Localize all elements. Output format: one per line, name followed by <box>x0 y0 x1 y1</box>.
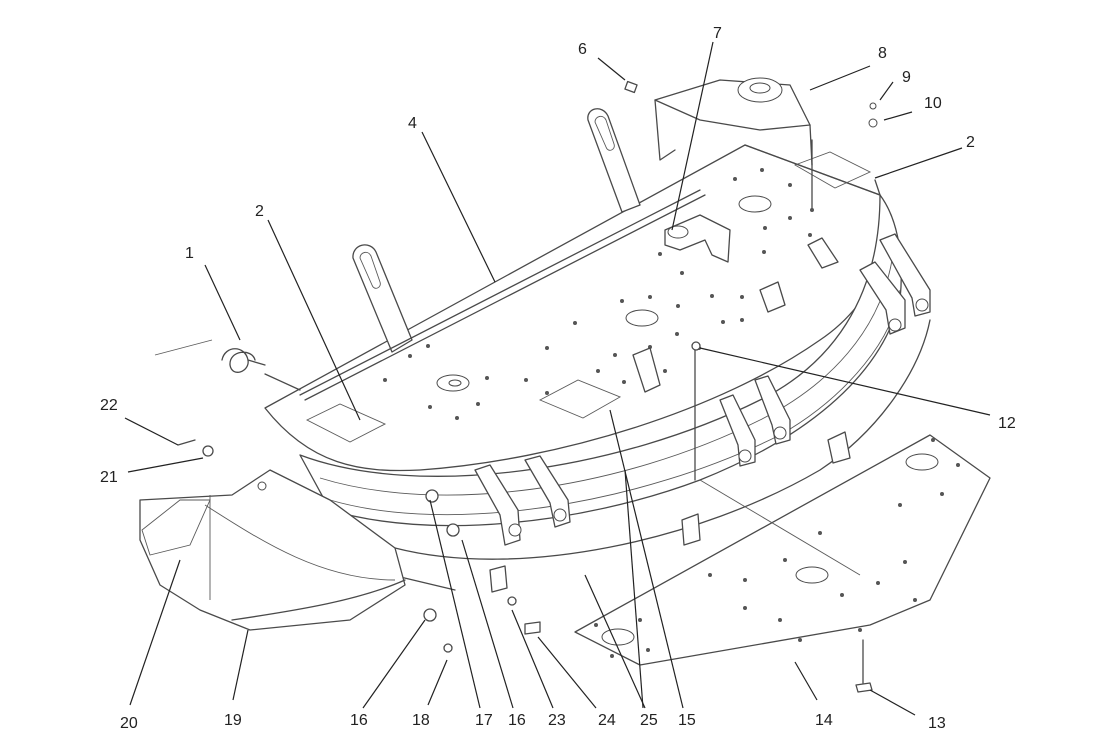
callout-25: 25 <box>640 712 658 729</box>
callout-4: 4 <box>408 115 417 132</box>
callout-12: 12 <box>998 415 1016 432</box>
idler-bracket-assembly <box>624 77 878 263</box>
callout-14: 14 <box>815 712 833 729</box>
small-hardware <box>177 341 873 693</box>
callout-17: 17 <box>475 712 493 729</box>
callout-16b: 16 <box>508 712 526 729</box>
skirt-hangers <box>474 233 931 593</box>
callout-6: 6 <box>578 41 587 58</box>
lower-mounting-plate <box>574 434 991 666</box>
callout-10: 10 <box>924 95 942 112</box>
callout-16a: 16 <box>350 712 368 729</box>
rod <box>299 189 701 396</box>
callout-7: 7 <box>713 25 722 42</box>
decal-top-right <box>793 151 872 189</box>
callout-13: 13 <box>928 715 946 732</box>
spring <box>154 339 301 391</box>
callout-22: 22 <box>100 397 118 414</box>
callout-1: 1 <box>185 245 194 262</box>
callout-24: 24 <box>598 712 616 729</box>
rear-brackets <box>352 108 641 353</box>
decal-center <box>538 379 622 419</box>
callouts: 1 2 2 4 6 7 8 9 10 12 13 14 15 16 16 17 … <box>100 25 1016 732</box>
callout-2a: 2 <box>255 203 264 220</box>
decal-left <box>305 403 387 443</box>
callout-19: 19 <box>224 712 242 729</box>
deck-bolt-holes <box>383 168 812 420</box>
callout-9: 9 <box>902 69 911 86</box>
callout-15: 15 <box>678 712 696 729</box>
callout-23: 23 <box>548 712 566 729</box>
discharge-chute <box>139 469 406 631</box>
callout-2b: 2 <box>966 134 975 151</box>
callout-18: 18 <box>412 712 430 729</box>
callout-8: 8 <box>878 45 887 62</box>
callout-21: 21 <box>100 469 118 486</box>
leader-lines <box>124 41 991 716</box>
callout-20: 20 <box>120 715 138 732</box>
